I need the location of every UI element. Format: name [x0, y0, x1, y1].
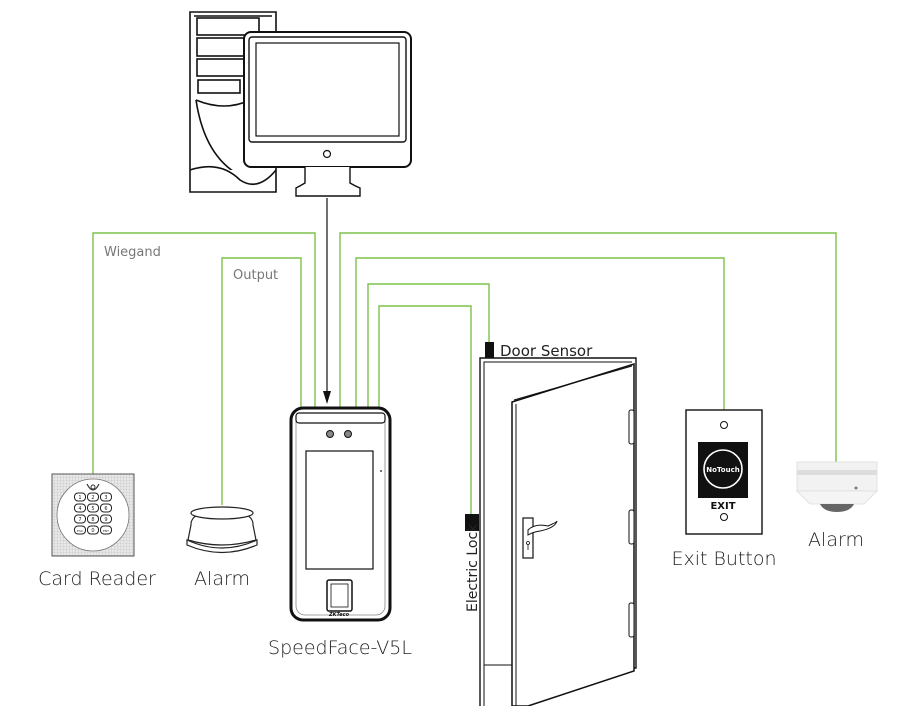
monitor-icon [243, 31, 412, 197]
network-connection-arrow [323, 198, 331, 404]
keypad-key [100, 525, 112, 535]
device-label: SpeedFace-V5L [268, 637, 412, 659]
keypad-key [87, 525, 99, 535]
keypad-key [74, 503, 86, 513]
exit-text: EXIT [710, 501, 735, 512]
door-sensor-label: Door Sensor [500, 342, 593, 360]
keypad-key-label: 7 [78, 517, 81, 523]
keypad-key-label: 3 [104, 495, 107, 501]
wire-output [221, 257, 302, 505]
exit-button-icon: NoTouch EXIT [685, 409, 763, 535]
keypad-key [87, 492, 99, 502]
wire-wiegand [92, 232, 316, 475]
keypad-key [74, 514, 86, 524]
keypad-key-label: ENT [103, 529, 109, 533]
electric-lock-icon [465, 514, 479, 531]
keypad-key [87, 503, 99, 513]
keypad-key [100, 503, 112, 513]
keypad-key-label: 2 [91, 495, 94, 501]
door-icon [479, 357, 637, 706]
device-brand: ZKTeco [328, 612, 350, 618]
keypad-key-label: 1 [78, 495, 81, 501]
keypad-key [100, 514, 112, 524]
keypad-key [87, 514, 99, 524]
keypad-key [100, 492, 112, 502]
keypad-key-label: 4 [78, 506, 81, 512]
wiegand-label: Wiegand [104, 245, 161, 260]
keypad-key-label: 0 [91, 528, 94, 534]
electric-lock-label: Electric Lock [465, 523, 481, 612]
keypad-key [74, 525, 86, 535]
keypad-key-label: ESC [77, 529, 83, 533]
alarm-siren-icon [186, 506, 258, 554]
exit-sensor-text: NoTouch [706, 466, 739, 474]
keypad-key-label: 9 [104, 517, 107, 523]
card-reader-label: Card Reader [38, 568, 156, 590]
output-label: Output [233, 268, 278, 283]
wire-alarm-right [339, 232, 837, 462]
keypad-key-label: 6 [104, 506, 107, 512]
keypad-key [74, 492, 86, 502]
keypad-key-label: 5 [91, 506, 94, 512]
alarm-left-label: Alarm [194, 568, 250, 590]
wires [92, 232, 837, 514]
alarm-right-label: Alarm [808, 529, 864, 551]
speedface-device-icon: ZKTeco [289, 406, 392, 622]
alarm-ceiling-icon [796, 461, 878, 512]
exit-button-label: Exit Button [671, 548, 776, 570]
wire-door-sensor [367, 283, 490, 408]
keypad-key-label: 8 [91, 517, 94, 523]
door-sensor-icon [485, 342, 494, 358]
wire-electric-lock [378, 305, 472, 514]
wire-exit-button [355, 257, 725, 410]
